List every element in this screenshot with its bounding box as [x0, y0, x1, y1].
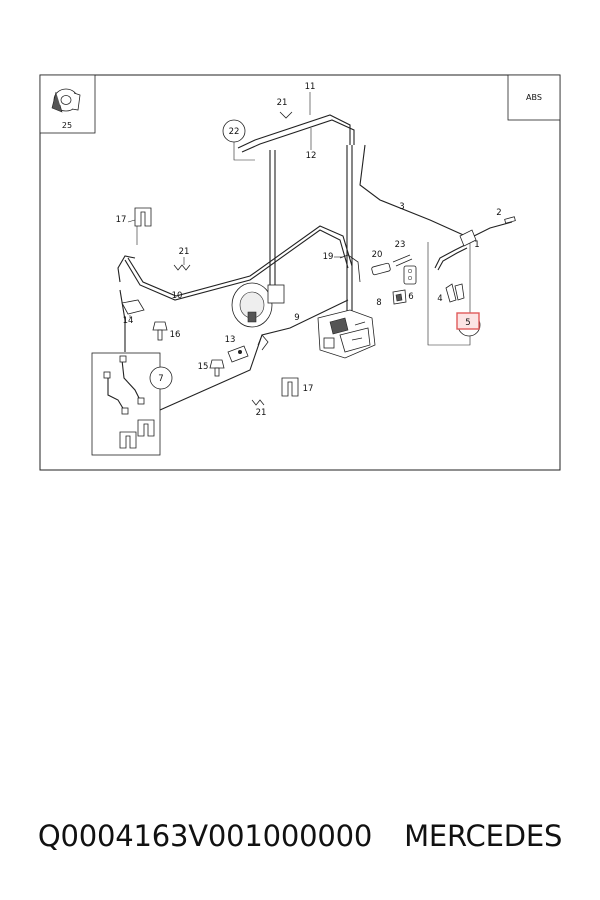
holder-23 [392, 254, 417, 285]
callout-21-bottom: 21 [256, 408, 267, 418]
part-22: 22 [222, 119, 255, 161]
abs-box: ABS [507, 74, 561, 121]
clip-6 [392, 289, 407, 305]
brake-line-hose-left [117, 255, 136, 283]
callout-6: 6 [408, 292, 413, 302]
part-code: Q0004163V001000000 [37, 819, 373, 853]
callout-2: 2 [496, 208, 501, 218]
footer: Q0004163V001000000 MERCEDES [0, 808, 600, 864]
callout-4: 4 [437, 294, 442, 304]
bolt-15 [209, 359, 225, 377]
bolt-16 [152, 321, 168, 341]
callout-3: 3 [399, 202, 404, 212]
brake-line-10 [124, 229, 349, 301]
bracket-14 [121, 299, 145, 318]
callout-10: 10 [172, 291, 183, 301]
callout-15: 15 [198, 362, 209, 372]
clip-17-bottom [281, 377, 299, 397]
brand-name: MERCEDES [404, 819, 563, 853]
callout-21-mid: 21 [179, 247, 190, 257]
brake-line-9b [257, 334, 269, 351]
callout-23: 23 [395, 240, 406, 250]
callout-22: 22 [229, 127, 240, 137]
brake-line-11 [241, 119, 355, 153]
callout-8: 8 [376, 298, 381, 308]
callout-17-top: 17 [116, 215, 127, 225]
part-25-box: 25 [39, 74, 96, 134]
brake-line-3 [359, 144, 471, 239]
callout-9: 9 [294, 313, 299, 323]
callout-11: 11 [305, 82, 316, 92]
brake-line-12 [237, 114, 351, 149]
callout-20: 20 [372, 250, 383, 260]
callout-5: 5 [465, 318, 470, 328]
callout-12: 12 [306, 151, 317, 161]
part-25-label: 25 [62, 121, 72, 130]
tape-roll-icon [51, 88, 81, 113]
callout-19: 19 [323, 252, 334, 262]
abs-hydraulic-unit [317, 309, 376, 359]
callout-17-bottom: 17 [303, 384, 314, 394]
brake-line-7-up [119, 289, 126, 352]
brake-line-10b [127, 225, 353, 297]
bracket-13 [227, 345, 249, 363]
callout-14: 14 [123, 316, 134, 326]
abs-label: ABS [526, 93, 542, 102]
detail-group-right [427, 229, 477, 346]
parts-diagram: 25 ABS 22 11 21 12 3 2 1 17 21 [39, 74, 561, 471]
callout-16: 16 [170, 330, 181, 340]
brake-line-2 [469, 221, 513, 239]
callout-7: 7 [158, 374, 163, 384]
brake-booster [231, 282, 285, 328]
callout-21-top: 21 [277, 98, 288, 108]
callout-5-highlight[interactable]: 5 [456, 312, 481, 337]
sleeve-20 [371, 262, 391, 276]
part-7-box: 7 [91, 352, 173, 456]
callout-1: 1 [474, 240, 479, 250]
callout-13: 13 [225, 335, 236, 345]
